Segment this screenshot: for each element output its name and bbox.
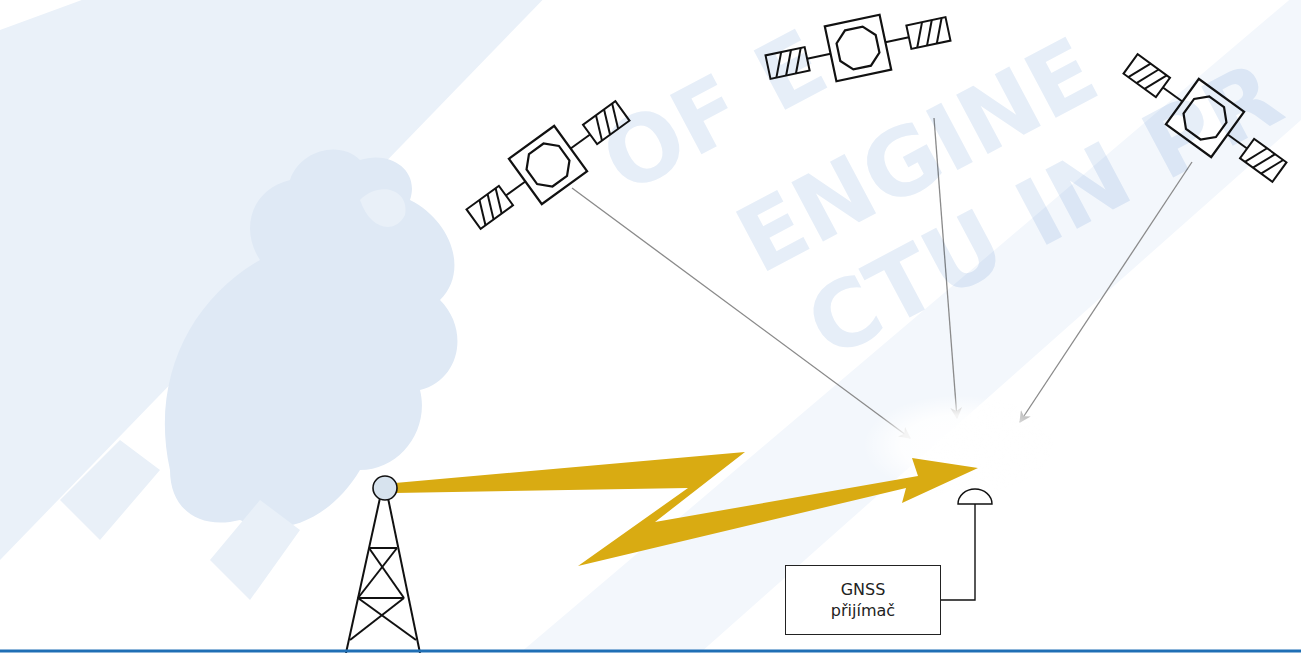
- satellite-symbol: [457, 88, 639, 241]
- satellite-symbol: [1114, 41, 1296, 194]
- satellite-symbol: [762, 1, 954, 94]
- footer-rule: [0, 650, 1301, 653]
- signal-arrows: [572, 118, 1192, 438]
- node-text: GNSS přijímač: [821, 579, 905, 621]
- receiver-box: GNSS přijímač: [785, 565, 941, 635]
- tower-symbol: [346, 476, 420, 653]
- radio-bolt: [395, 452, 978, 566]
- signal-glow: [863, 395, 1053, 495]
- antenna-symbol: [940, 489, 992, 600]
